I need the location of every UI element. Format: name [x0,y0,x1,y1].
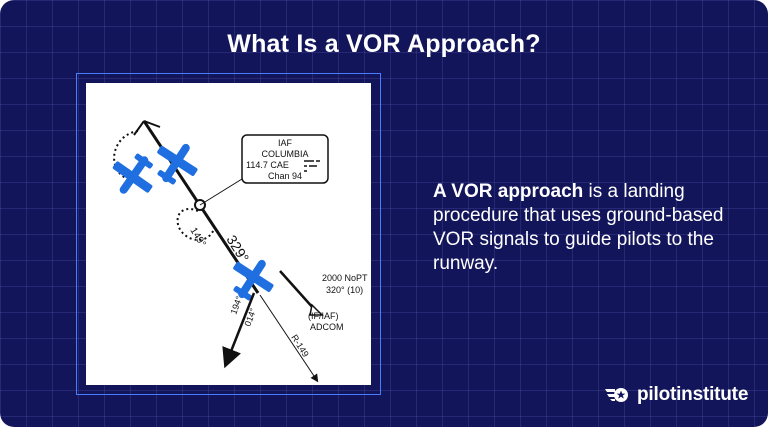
outbound-course-line [222,292,256,369]
page-title: What Is a VOR Approach? [227,30,541,58]
iaf-box-line3: 114.7 CAE [246,160,289,170]
feeder-route-line [279,270,315,310]
radial-line [259,294,319,383]
airplane-icon [112,153,153,194]
airplane-icon [157,143,198,185]
feeder-line1: 2000 NoPT [322,273,368,283]
holding-pattern-arc [176,208,215,241]
diagram-frame [76,73,381,395]
iaf-box-line1: IAF [278,138,293,148]
fix-line1: (IF/IAF) [308,311,339,321]
pilot-wings-icon [605,388,628,402]
description: A VOR approach is a landing procedure th… [433,180,733,276]
approach-chart-svg: IAF COLUMBIA 114.7 CAE Chan 94 [112,120,368,383]
course-left-label-1: 194° [228,294,244,315]
brand-name: pilotinstitute [637,384,749,405]
description-lead: A VOR approach [433,181,584,202]
iaf-box-line4: Chan 94 [268,171,302,181]
track-end-mark [133,120,161,136]
airplane-icon [233,259,274,301]
procedure-turn-arc [113,130,139,182]
radial-label: R-149 [289,333,310,359]
morse-code-icon [304,160,320,172]
course-left-label-2: 014° [242,306,258,327]
feeder-line2: 320° (10) [326,285,363,295]
adcom-fix-icon [309,303,324,316]
approach-diagram: IAF COLUMBIA 114.7 CAE Chan 94 [86,83,371,385]
iaf-leader-line [199,178,243,206]
brand-logo: pilotinstitute [605,383,748,407]
fix-line2: ADCOM [310,322,344,332]
description-body: is a landing procedure that uses ground-… [433,181,724,274]
iaf-box-line2: COLUMBIA [261,149,308,159]
